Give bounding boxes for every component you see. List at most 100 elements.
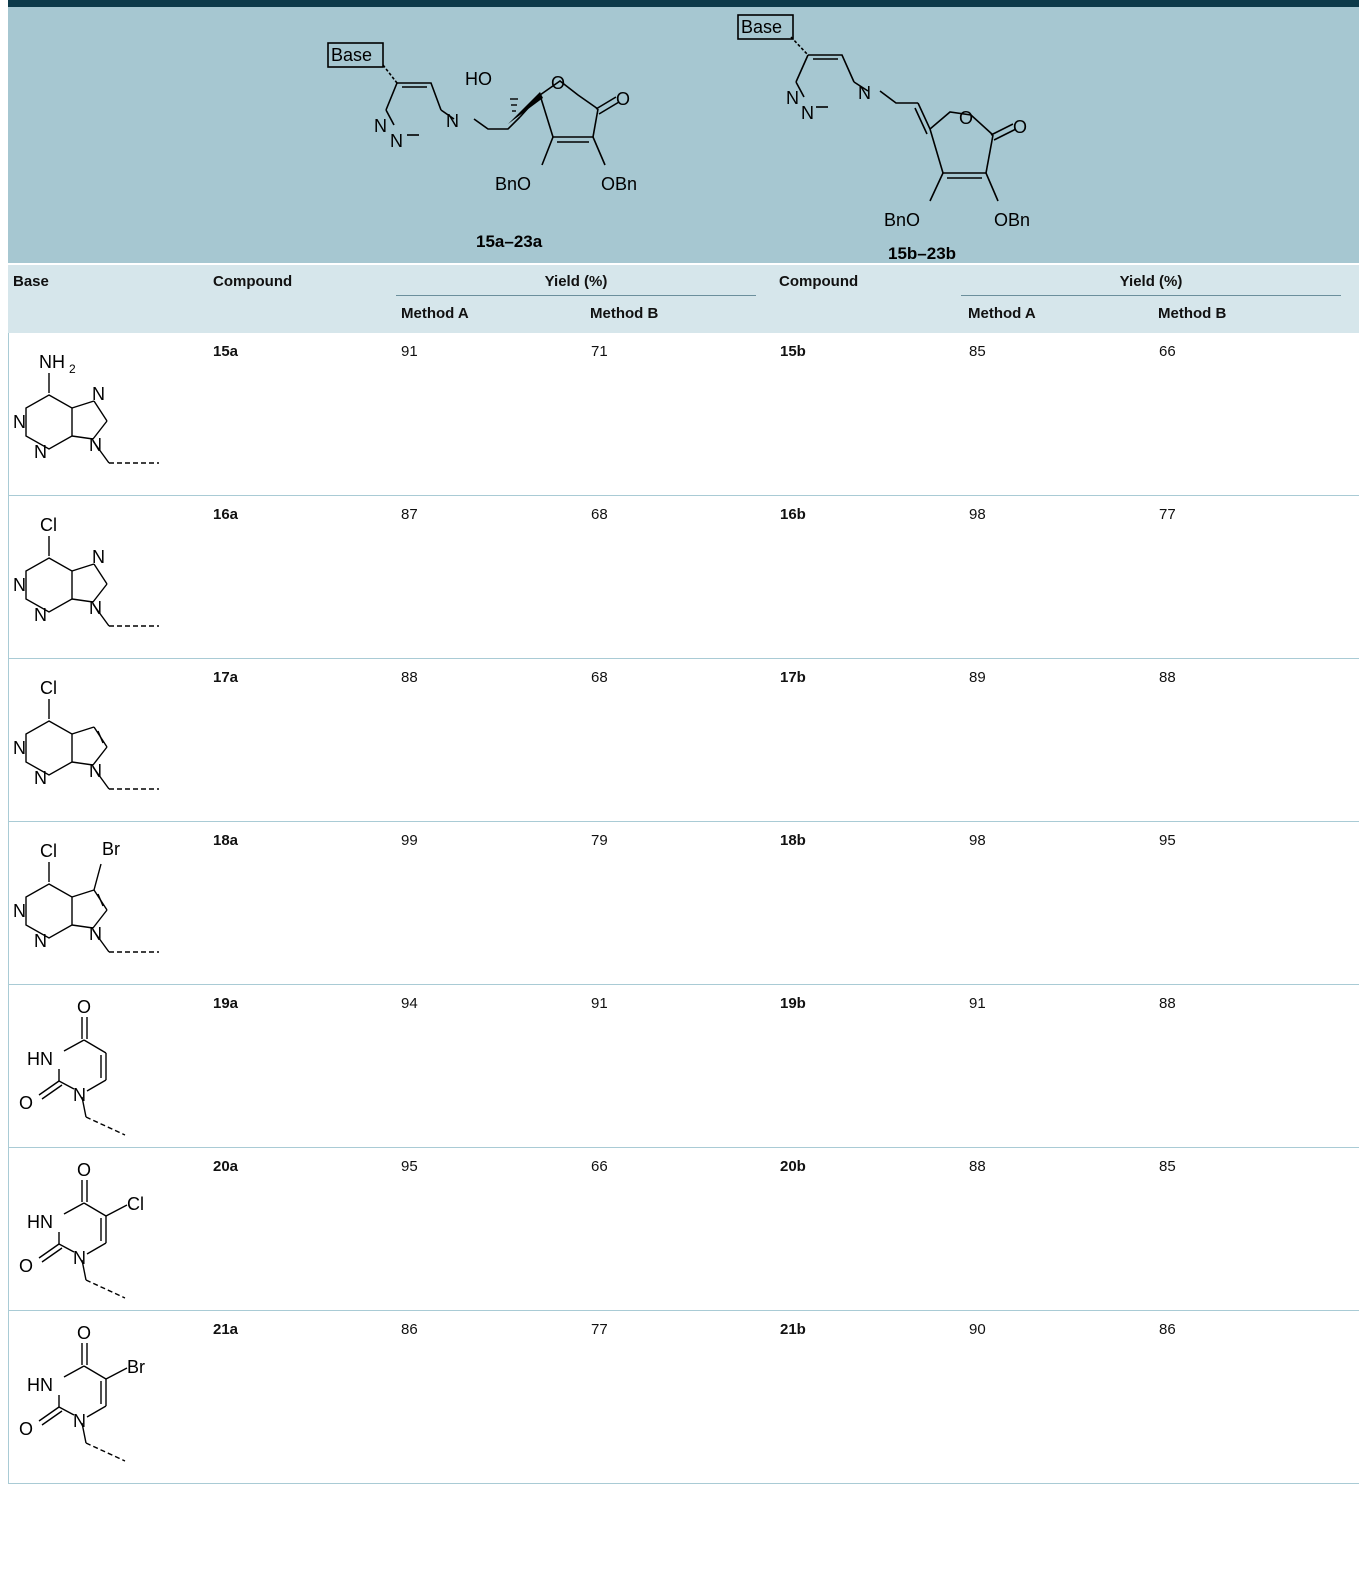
struct-label: N <box>13 412 26 432</box>
yield-b-method-b: 77 <box>1159 506 1176 523</box>
left-caption: 15a–23a <box>476 232 543 251</box>
compound-b: 15b <box>780 343 806 360</box>
base-structure-chlorouracil: O Cl HN O N <box>19 1160 144 1299</box>
struct-label: N <box>73 1411 86 1431</box>
struct-label: O <box>19 1256 33 1276</box>
yield-b-method-b: 88 <box>1159 669 1176 686</box>
yield-a-method-b: 77 <box>591 1321 608 1338</box>
yield-a-method-b: 66 <box>591 1158 608 1175</box>
left-base-box <box>327 42 384 68</box>
struct-label: N <box>34 605 47 625</box>
left-n-label: N <box>446 111 459 131</box>
struct-label: O <box>19 1419 33 1439</box>
yield-a-method-b: 91 <box>591 995 608 1012</box>
compound-a: 21a <box>213 1321 239 1338</box>
table-row: NH 2 N N N N 15a 91 71 15b 85 66 <box>8 333 1359 496</box>
compound-a: 18a <box>213 832 239 849</box>
struct-label: Cl <box>127 1194 144 1214</box>
struct-label: Cl <box>40 515 57 535</box>
header-base: Base <box>13 273 49 290</box>
header-method-b2: Method B <box>1158 305 1227 322</box>
base-structure-chloropurine: Cl N N N N <box>13 515 159 627</box>
yield-a-method-a: 86 <box>401 1321 418 1338</box>
table-row: O Br HN O N 21a 86 77 21b 90 86 <box>8 1311 1359 1484</box>
right-n-label: N <box>786 88 799 108</box>
yield-a-method-b: 71 <box>591 343 608 360</box>
compound-a: 17a <box>213 669 239 686</box>
yield-a-method-b: 68 <box>591 669 608 686</box>
yield-a-method-b: 79 <box>591 832 608 849</box>
right-caption: 15b–23b <box>888 244 956 263</box>
yield-b-method-a: 91 <box>969 995 986 1012</box>
compound-b: 17b <box>780 669 806 686</box>
struct-label: N <box>34 768 47 788</box>
scheme-structures: Base HO O O N N N BnO OBn 15a–23a <box>327 14 1030 263</box>
struct-label: N <box>73 1248 86 1268</box>
yield-a-method-a: 91 <box>401 343 418 360</box>
header-method-a1: Method A <box>401 305 469 322</box>
base-structure-bromodeazapurine: Cl Br N N N <box>13 839 159 953</box>
yield-b-method-b: 88 <box>1159 995 1176 1012</box>
yield-b-method-b: 85 <box>1159 1158 1176 1175</box>
struct-label: N <box>13 901 26 921</box>
yield-a-method-a: 99 <box>401 832 418 849</box>
yield-b-method-a: 88 <box>969 1158 986 1175</box>
right-ring-o-label: O <box>959 108 973 128</box>
struct-label: O <box>77 997 91 1017</box>
compound-b: 18b <box>780 832 806 849</box>
scheme-panel: Base HO O O N N N BnO OBn 15a–23a <box>8 7 1359 263</box>
left-ho-label: HO <box>465 69 492 89</box>
header-yield-b: Yield (%) <box>1119 273 1183 290</box>
yield-b-method-a: 89 <box>969 669 986 686</box>
struct-label: 2 <box>69 362 76 376</box>
yield-b-method-a: 98 <box>969 832 986 849</box>
right-n-label: N <box>858 83 871 103</box>
left-obn-label: OBn <box>601 174 637 194</box>
right-base-label: Base <box>741 17 782 37</box>
header-method-a2: Method A <box>968 305 1036 322</box>
yield-a-method-a: 88 <box>401 669 418 686</box>
struct-label: N <box>89 924 102 944</box>
yield-a-method-b: 68 <box>591 506 608 523</box>
table-row: Cl Br N N N 18a 99 79 18b 98 95 <box>8 822 1359 985</box>
left-ring-o-label: O <box>551 73 565 93</box>
table-row: Cl N N N N 16a 87 68 16b 98 77 <box>8 496 1359 659</box>
yield-a-method-a: 95 <box>401 1158 418 1175</box>
struct-label: Cl <box>40 841 57 861</box>
yield-a-method-a: 94 <box>401 995 418 1012</box>
struct-label: N <box>34 931 47 951</box>
right-base-box <box>737 14 794 40</box>
compound-a: 19a <box>213 995 239 1012</box>
header-yield-a: Yield (%) <box>544 273 608 290</box>
yield-b-method-a: 90 <box>969 1321 986 1338</box>
yield-a-method-a: 87 <box>401 506 418 523</box>
struct-label: O <box>19 1093 33 1113</box>
struct-label: N <box>89 598 102 618</box>
struct-label: N <box>13 575 26 595</box>
yield-b-method-b: 66 <box>1159 343 1176 360</box>
compound-b: 20b <box>780 1158 806 1175</box>
left-base-label: Base <box>331 45 372 65</box>
struct-label: N <box>73 1085 86 1105</box>
table-header: Base Compound Yield (%) Compound Yield (… <box>8 265 1359 333</box>
struct-label: N <box>92 384 105 404</box>
yield-a-underline <box>396 295 756 296</box>
struct-label: N <box>34 442 47 462</box>
struct-label: NH <box>39 352 65 372</box>
struct-label: Br <box>127 1357 145 1377</box>
yield-b-method-b: 95 <box>1159 832 1176 849</box>
left-n-label: N <box>390 131 403 151</box>
yield-b-underline <box>961 295 1341 296</box>
yield-b-method-b: 86 <box>1159 1321 1176 1338</box>
base-structure-adenine: NH 2 N N N N <box>13 352 159 464</box>
top-bar <box>8 0 1359 7</box>
right-bno-label: BnO <box>884 210 920 230</box>
header-method-b1: Method B <box>590 305 659 322</box>
header-compound-a: Compound <box>213 273 293 290</box>
yield-b-method-a: 85 <box>969 343 986 360</box>
right-n-label: N <box>801 103 814 123</box>
base-structure-deazapurine: Cl N N N <box>13 678 159 790</box>
yield-b-method-a: 98 <box>969 506 986 523</box>
struct-label: Br <box>102 839 120 859</box>
compound-b: 16b <box>780 506 806 523</box>
